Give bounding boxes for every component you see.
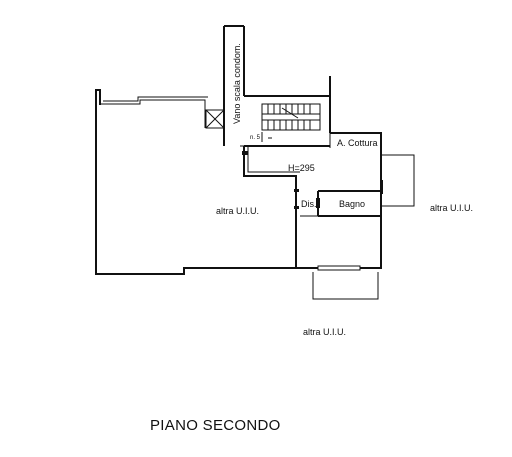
stair-well bbox=[261, 103, 321, 131]
right-balcony bbox=[381, 154, 415, 207]
unit-right-label: altra U.I.U. bbox=[430, 203, 473, 213]
duct-box bbox=[205, 109, 225, 129]
kitchen-label: A. Cottura bbox=[337, 138, 378, 148]
left-unit-outline bbox=[95, 89, 300, 275]
stair-shaft-label: Vano scala condom. bbox=[232, 43, 242, 124]
unit-left-label: altra U.I.U. bbox=[216, 206, 259, 216]
duct-cross-b bbox=[205, 109, 225, 129]
apartment-left-wall bbox=[243, 146, 318, 269]
bathroom-label: Bagno bbox=[339, 199, 365, 209]
right-window bbox=[380, 180, 383, 194]
floor-title: PIANO SECONDO bbox=[150, 417, 281, 434]
left-unit-top-wall bbox=[100, 99, 206, 128]
hall-door-b bbox=[294, 206, 299, 209]
stair-treads bbox=[262, 104, 320, 130]
bottom-balcony bbox=[312, 272, 379, 300]
bath-door bbox=[316, 198, 320, 208]
hall-label: Dis. bbox=[301, 199, 317, 209]
stair-steps-label: n. 5 bbox=[250, 135, 261, 141]
bottom-window bbox=[317, 265, 361, 271]
entrance-door-b bbox=[242, 151, 248, 155]
apartment-right-wall bbox=[360, 157, 382, 269]
left-unit-top-wall-inner bbox=[103, 96, 208, 102]
height-label: H=295 bbox=[288, 163, 315, 173]
stair-landing-outline bbox=[244, 76, 331, 97]
hall-door-a bbox=[294, 189, 299, 192]
apartment-top-wall bbox=[330, 132, 382, 157]
unit-bottom-label: altra U.I.U. bbox=[303, 327, 346, 337]
